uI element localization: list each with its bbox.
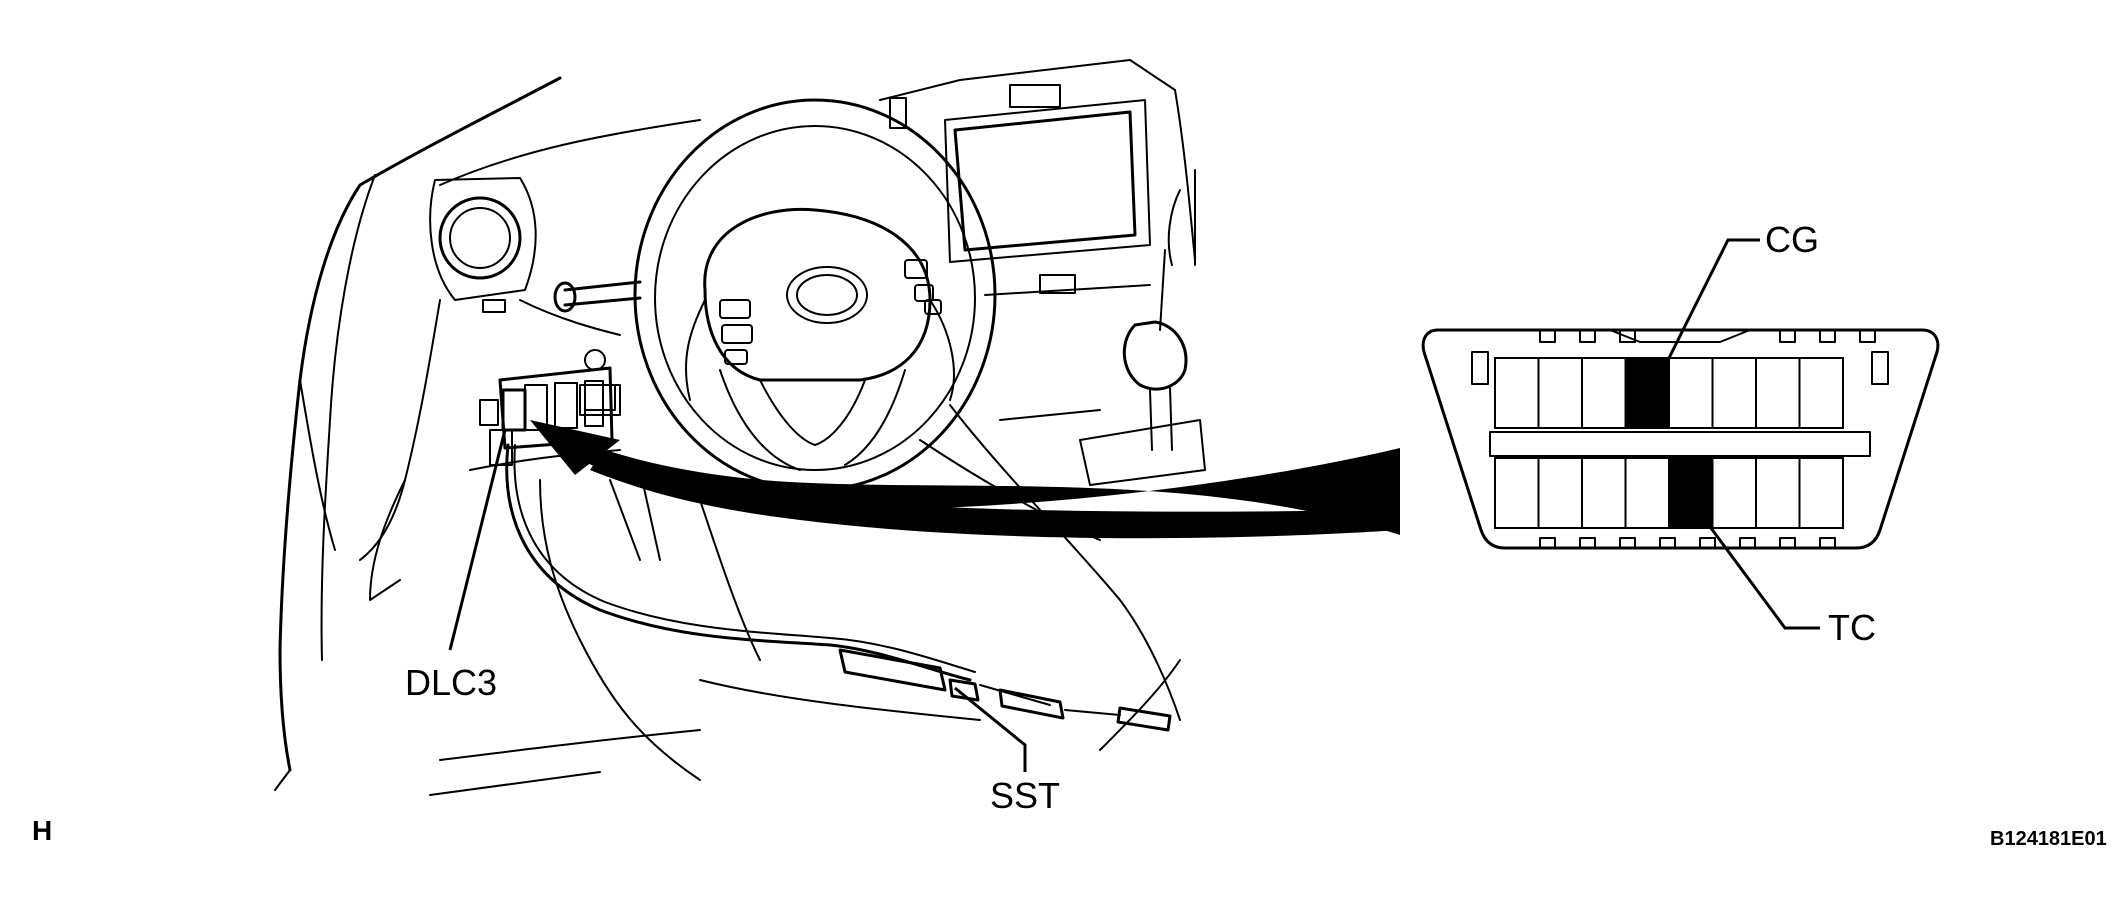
bottom-pin-4 bbox=[1624, 457, 1670, 529]
cg-label: CG bbox=[1765, 219, 1819, 260]
bottom-pin-8 bbox=[1798, 457, 1844, 529]
sst-cable bbox=[505, 443, 1172, 732]
top-pin-3 bbox=[1581, 357, 1627, 429]
dlc3-label: DLC3 bbox=[405, 662, 497, 703]
top-pin-2 bbox=[1537, 357, 1583, 429]
top-pin-8 bbox=[1798, 357, 1844, 429]
top-pin-7 bbox=[1755, 357, 1801, 429]
corner-mark: H bbox=[32, 815, 52, 846]
dlc3-leader-line bbox=[448, 429, 507, 651]
sst-label: SST bbox=[990, 775, 1060, 816]
leader-lines bbox=[448, 238, 1820, 772]
bottom-pin-1 bbox=[1494, 457, 1540, 529]
top-pin-4 bbox=[1624, 357, 1670, 429]
pointer-arrow bbox=[530, 420, 1400, 539]
bottom-pin-6 bbox=[1711, 457, 1757, 529]
top-pin-1 bbox=[1494, 357, 1540, 429]
bottom-pin-7 bbox=[1755, 457, 1801, 529]
cg-leader-line bbox=[1666, 238, 1760, 361]
dlc3-connector-detail bbox=[1421, 328, 1940, 550]
sst-leader-line bbox=[954, 686, 1027, 772]
top-pin-5 bbox=[1668, 357, 1714, 429]
bottom-pin-5 bbox=[1668, 457, 1714, 529]
tc-label: TC bbox=[1828, 607, 1876, 648]
bottom-pin-2 bbox=[1537, 457, 1583, 529]
top-pin-6 bbox=[1711, 357, 1757, 429]
tc-leader-line bbox=[1703, 519, 1820, 630]
bottom-pin-3 bbox=[1581, 457, 1627, 529]
connector-bottom-pin-row bbox=[1494, 457, 1844, 529]
connector-top-pin-row bbox=[1494, 357, 1844, 429]
figure-id: B124181E01 bbox=[1990, 828, 2107, 850]
